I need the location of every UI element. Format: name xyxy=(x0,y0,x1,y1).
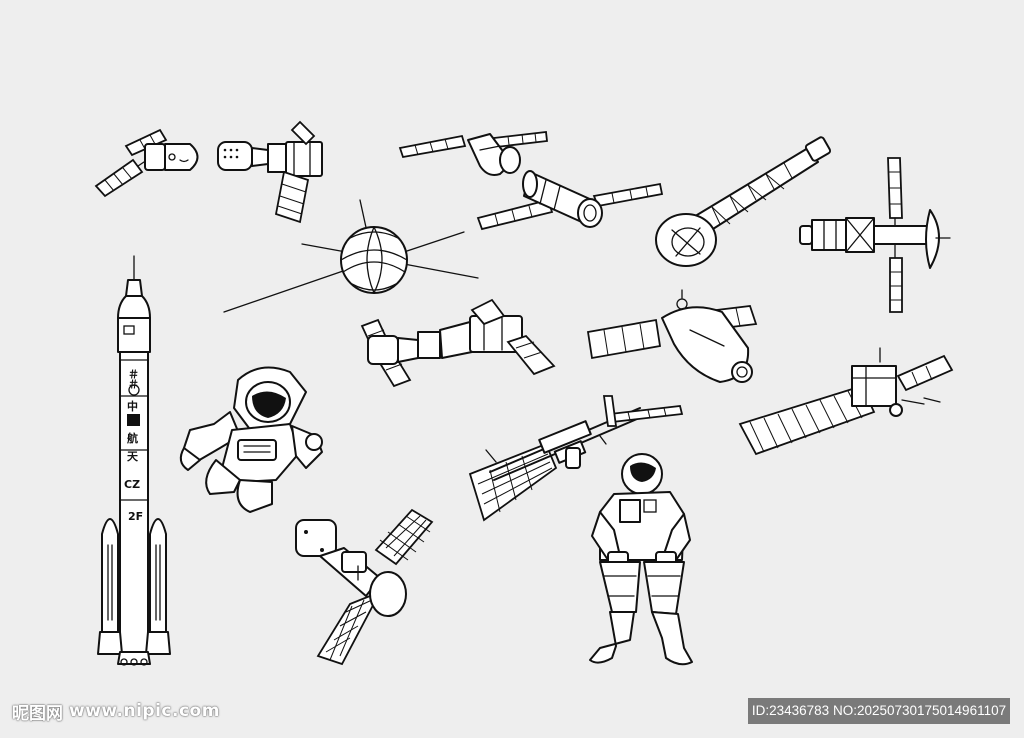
rocket-icon: ＃ ＃ 中 航 天 CZ 2F xyxy=(97,255,171,666)
space-module-icon xyxy=(476,170,664,231)
docking-station-icon xyxy=(360,298,556,388)
satellite-top-icon xyxy=(398,131,548,176)
satellite-wide-panel-icon xyxy=(738,347,954,456)
spacecraft-lattice-panels-icon xyxy=(295,508,434,666)
probe-capsule-icon xyxy=(586,289,758,383)
sputnik-icon xyxy=(223,199,479,313)
rocket-text-hang: 航 xyxy=(127,431,138,445)
svg-text:＃: ＃ xyxy=(128,368,139,381)
rocket-text-tian: 天 xyxy=(127,450,139,463)
spacecraft-module-icon xyxy=(217,120,323,224)
satellite-dish-icon xyxy=(799,157,951,313)
space-station-icon xyxy=(468,395,684,522)
rocket-text-zhong: 中 xyxy=(127,399,138,413)
astronaut-standing-icon xyxy=(589,453,693,666)
rocket-text-cz: CZ xyxy=(124,478,140,491)
rocket-text-2f: 2F xyxy=(128,510,143,523)
watermark-site-text: www.nipic.com xyxy=(69,701,220,721)
watermark-brand-text: 昵图网 xyxy=(12,703,63,724)
spacecraft-left-icon xyxy=(94,128,199,198)
probe-dish-icon xyxy=(655,136,832,267)
astronaut-floating-icon xyxy=(179,366,323,513)
watermark-brand: 昵图网 www.nipic.com xyxy=(12,700,220,724)
watermark-id-badge: ID:23436783 NO:20250730175014961107 xyxy=(748,698,1010,724)
